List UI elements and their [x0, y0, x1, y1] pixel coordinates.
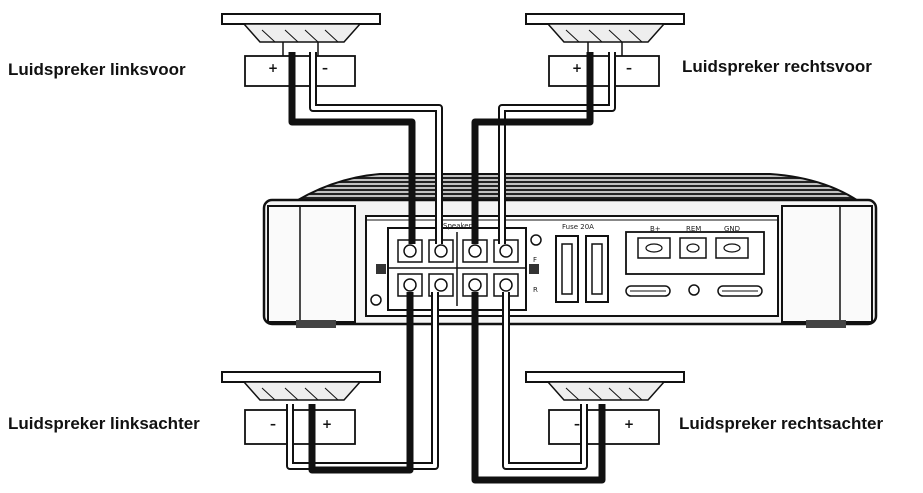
switch-label-r: R: [533, 286, 538, 294]
amplifier: Speaker F R Fuse 20A: [262, 173, 878, 328]
speaker-left-front: [221, 13, 381, 87]
speaker-block-label: Speaker: [443, 222, 472, 230]
fuse-holder: Fuse 20A: [555, 223, 609, 303]
speaker-left-rear: [221, 371, 381, 445]
terminal-label-gnd: GND: [724, 225, 740, 233]
right-clip: [529, 264, 539, 274]
rf-plus: +: [572, 61, 582, 75]
left-clip: [376, 264, 386, 274]
label-left-rear: Luidspreker linksachter: [8, 414, 200, 433]
rr-plus: +: [624, 417, 634, 431]
speaker-right-front: [525, 13, 685, 87]
wire-lr-positive: [308, 292, 414, 474]
label-right-front: Luidspreker rechtsvoor: [682, 57, 872, 76]
switch-label-f: F: [533, 256, 537, 264]
lf-plus: +: [268, 61, 278, 75]
wire-lf-positive: [288, 52, 416, 244]
rf-minus: –: [626, 61, 632, 75]
led-icon: [688, 284, 700, 296]
lf-minus: –: [322, 61, 328, 75]
fuse-label: Fuse 20A: [562, 223, 594, 231]
switch-knob: [530, 234, 542, 246]
screw-icon: [370, 294, 382, 306]
terminal-label-bplus: B+: [650, 225, 661, 233]
speaker-wires: [286, 52, 616, 484]
speaker-terminal-block: Speaker: [376, 222, 539, 311]
wire-rf-positive: [471, 52, 594, 244]
terminal-label-rem: REM: [686, 225, 701, 233]
rr-minus: –: [574, 417, 580, 431]
power-terminal-block: B+ REM GND: [625, 225, 765, 275]
label-right-rear: Luidspreker rechtsachter: [679, 414, 884, 433]
wire-rr-positive: [471, 292, 606, 484]
lr-minus: –: [270, 417, 276, 431]
label-left-front: Luidspreker linksvoor: [8, 60, 186, 79]
lr-plus: +: [322, 417, 332, 431]
